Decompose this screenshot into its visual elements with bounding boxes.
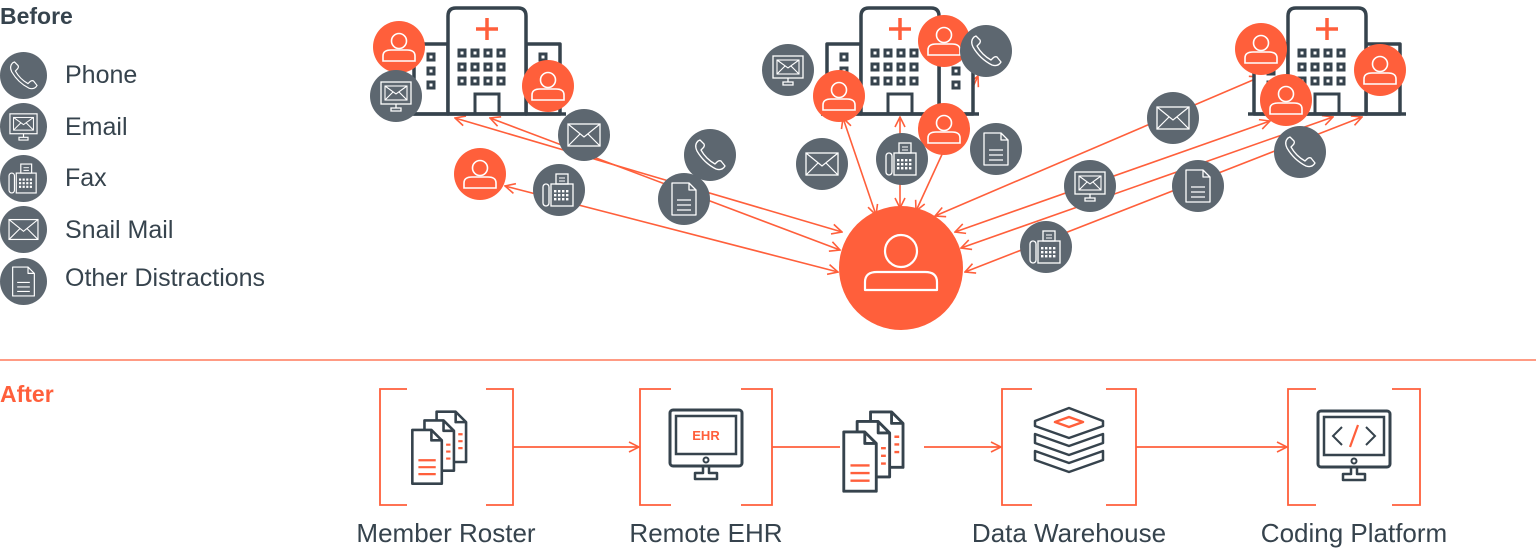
person-icon (917, 102, 971, 156)
step-label-member-roster: Member Roster (356, 518, 536, 548)
legend-fax-icon (0, 154, 48, 203)
ehr-monitor-icon: EHR (668, 408, 744, 481)
member-roster-icon (410, 410, 468, 486)
legend-label-fax: Fax (65, 164, 107, 192)
after-flow (379, 388, 1421, 506)
legend-label-email: Email (65, 113, 128, 141)
snail-mail-icon (795, 137, 849, 191)
snail-mail-icon (1146, 91, 1200, 145)
person-icon (521, 59, 575, 113)
step-frame (1287, 388, 1421, 506)
fax-icon (532, 163, 586, 217)
person-icon (453, 147, 507, 201)
legend-phone-icon (0, 51, 48, 100)
fax-icon (1019, 220, 1073, 274)
legend-label-snail-mail: Snail Mail (65, 216, 174, 244)
data-warehouse-icon (1033, 406, 1105, 474)
document-icon (969, 122, 1023, 176)
documents-stack-icon (842, 410, 905, 493)
email-icon (761, 43, 815, 97)
document-icon (1171, 159, 1225, 213)
person-icon (812, 69, 866, 123)
legend-email-icon (0, 102, 48, 151)
email-icon (369, 69, 423, 123)
step-label-data-warehouse: Data Warehouse (971, 518, 1167, 548)
after-title: After (0, 381, 54, 407)
fax-icon (875, 132, 929, 186)
phone-icon (683, 128, 737, 182)
person-icon (1259, 73, 1313, 127)
phone-icon (959, 24, 1013, 78)
step-label-remote-ehr: Remote EHR (629, 518, 783, 548)
legend-label-other: Other Distractions (65, 264, 266, 292)
phone-icon (1273, 125, 1327, 179)
before-title: Before (0, 3, 73, 29)
legend-document-icon (0, 257, 48, 306)
arrow (455, 118, 842, 232)
arrow (843, 118, 876, 215)
legend-snail-mail-icon (0, 205, 48, 254)
person-icon (1353, 43, 1407, 97)
person-icon (1234, 22, 1288, 76)
central-coder-icon (839, 206, 963, 330)
step-label-coding-platform: Coding Platform (1260, 518, 1448, 548)
snail-mail-icon (557, 108, 611, 162)
coding-platform-icon (1316, 409, 1392, 482)
legend-label-phone: Phone (65, 61, 138, 89)
ehr-screen-text: EHR (692, 428, 720, 443)
person-icon (372, 20, 426, 74)
email-icon (1063, 159, 1117, 213)
document-icon (657, 172, 711, 226)
